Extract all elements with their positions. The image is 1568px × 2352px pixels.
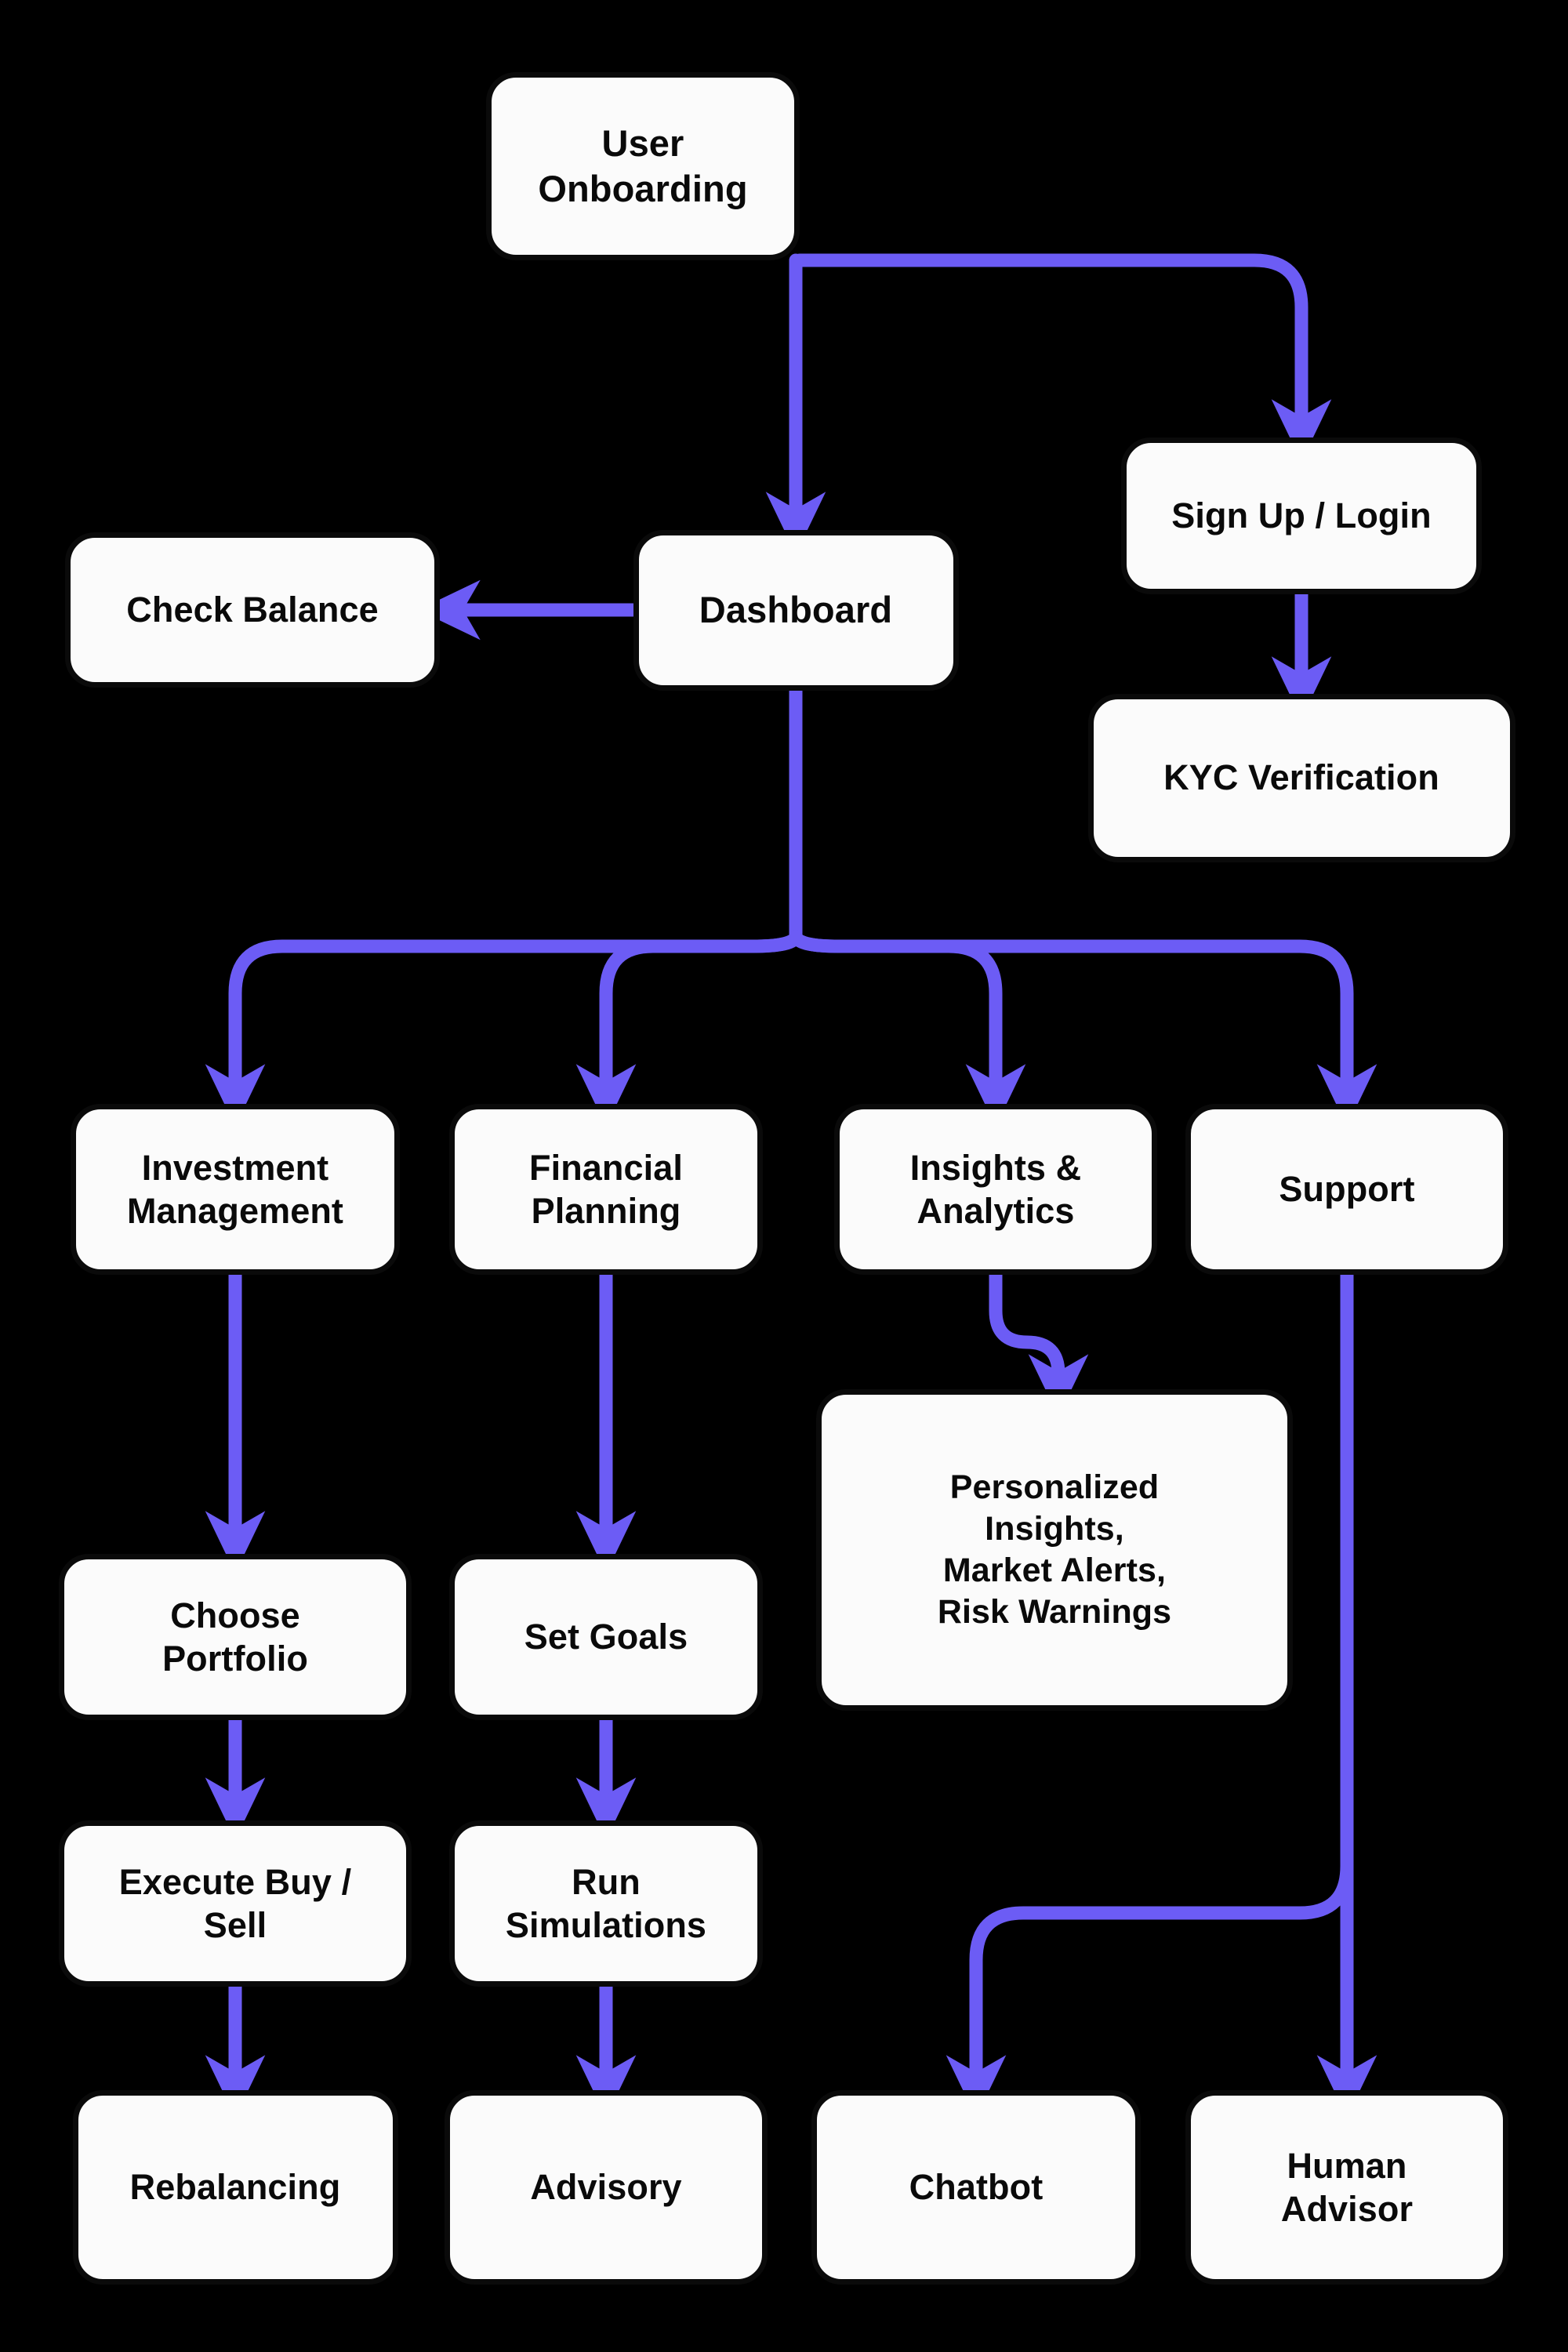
node-choose-portfolio[interactable]: Choose Portfolio: [59, 1554, 412, 1720]
node-rebalancing[interactable]: Rebalancing: [72, 2090, 398, 2285]
node-investment-management[interactable]: Investment Management: [71, 1104, 400, 1275]
node-financial-planning[interactable]: Financial Planning: [449, 1104, 763, 1275]
node-run-simulations[interactable]: Run Simulations: [449, 1820, 763, 1987]
edge-dashboard-to-financial-planning: [575, 930, 803, 1127]
node-kyc-verification[interactable]: KYC Verification: [1087, 693, 1515, 862]
node-human-advisor[interactable]: Human Advisor: [1185, 2090, 1508, 2285]
edge-dashboard-to-investment: [205, 930, 803, 1127]
node-set-goals[interactable]: Set Goals: [449, 1554, 763, 1720]
edge-dashboard-to-insights: [789, 930, 1026, 1127]
node-check-balance[interactable]: Check Balance: [65, 532, 440, 688]
node-execute-buy-sell[interactable]: Execute Buy / Sell: [59, 1820, 412, 1987]
node-dashboard[interactable]: Dashboard: [633, 529, 959, 691]
node-advisory[interactable]: Advisory: [445, 2090, 768, 2285]
edge-dashboard-to-support: [789, 930, 1377, 1127]
node-chatbot[interactable]: Chatbot: [811, 2090, 1141, 2285]
node-personalized-insights[interactable]: Personalized Insights, Market Alerts, Ri…: [816, 1389, 1293, 1711]
edge-insights-to-personalized-insights: [989, 1268, 1089, 1417]
node-sign-up-login[interactable]: Sign Up / Login: [1121, 437, 1482, 594]
node-user-onboarding[interactable]: User Onboarding: [486, 72, 800, 260]
node-insights-analytics[interactable]: Insights & Analytics: [834, 1104, 1157, 1275]
node-support[interactable]: Support: [1185, 1104, 1508, 1275]
edge-onboarding-to-signup: [793, 253, 1332, 462]
